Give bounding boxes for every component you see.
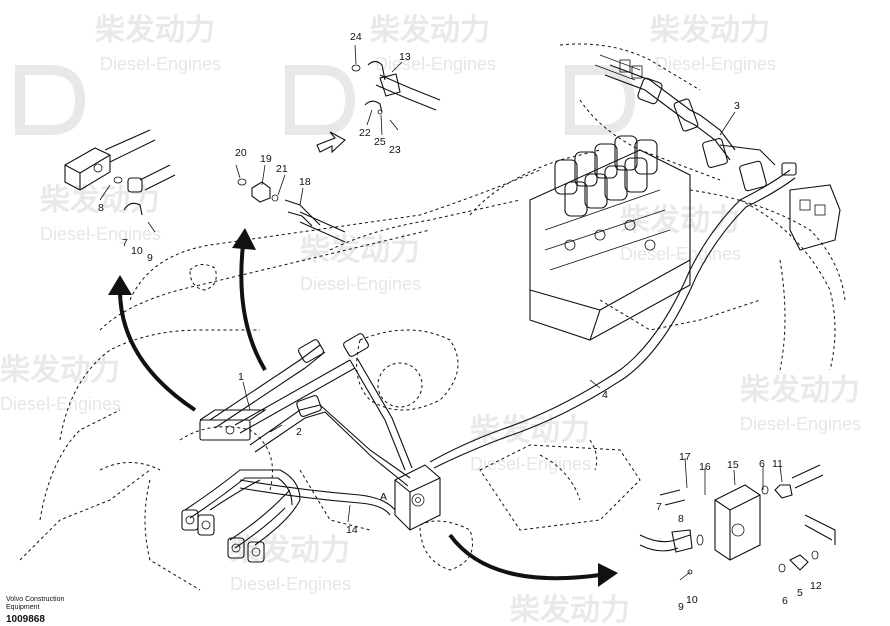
part-label-6: 6 <box>759 458 765 470</box>
detail-bottom-right <box>639 464 836 581</box>
watermark-sub: Diesel-Engines <box>375 54 496 74</box>
part-label-13: 13 <box>399 51 411 63</box>
part-label-19: 19 <box>260 153 272 165</box>
part-label-23: 23 <box>389 144 401 156</box>
watermark-brand: 柴发动力 <box>0 353 120 388</box>
valve-spools <box>544 135 671 271</box>
watermark-logo <box>565 65 636 135</box>
part-label-15: 15 <box>727 459 739 471</box>
watermark-layer: 柴发动力 Diesel-Engines 柴发动力 Diesel-Engines … <box>0 13 861 626</box>
part-label-6-detail: 6 <box>782 595 788 607</box>
watermark-sub: Diesel-Engines <box>655 54 776 74</box>
company-name: Volvo Construction Equipment <box>6 596 65 611</box>
part-label-1: 1 <box>238 371 244 383</box>
watermark-logo <box>285 65 356 135</box>
part-label-2: 2 <box>296 426 302 438</box>
watermark-sub: Diesel-Engines <box>230 574 351 594</box>
part-label-16: 16 <box>699 461 711 473</box>
watermark-brand: 柴发动力 <box>740 373 860 408</box>
watermark-sub: Diesel-Engines <box>470 454 591 474</box>
part-label-7-detail: 7 <box>656 501 662 513</box>
part-label-20: 20 <box>235 147 247 159</box>
right-side-block <box>789 184 841 251</box>
part-label-18: 18 <box>299 176 311 188</box>
watermark-sub: Diesel-Engines <box>620 244 741 264</box>
part-label-14: 14 <box>346 524 358 536</box>
part-4-hose <box>429 162 797 469</box>
part-label-10-detail: 10 <box>686 594 698 606</box>
part-label-17: 17 <box>679 451 691 463</box>
watermark-sub: Diesel-Engines <box>740 414 861 434</box>
detail-top-middle <box>237 178 346 243</box>
watermark-brand: 柴发动力 <box>95 13 215 48</box>
control-valve-block <box>529 135 691 341</box>
curved-arrows <box>108 228 618 587</box>
watermark-brand: 柴发动力 <box>510 593 630 626</box>
watermark-brand: 柴发动力 <box>650 13 770 48</box>
watermark-brand: 柴发动力 <box>620 203 740 238</box>
machine-frame-outline <box>19 43 846 591</box>
part-label-21: 21 <box>276 163 288 175</box>
part-14-pipe <box>239 479 396 516</box>
watermark-brand: 柴发动力 <box>40 183 160 218</box>
detail-top-left <box>64 129 176 233</box>
part-3-pipe <box>594 54 776 192</box>
part-label-12: 12 <box>810 580 822 592</box>
part-labels: 1 2 3 4 14 A 8 7 10 9 20 19 21 18 24 13 … <box>98 31 822 613</box>
watermark-logo <box>15 65 86 135</box>
part-label-22: 22 <box>359 127 371 139</box>
watermark-sub: Diesel-Engines <box>300 274 421 294</box>
part-label-8-detail: 8 <box>678 513 684 525</box>
watermark-sub: Diesel-Engines <box>100 54 221 74</box>
part-label-8: 8 <box>98 202 104 214</box>
part-label-3: 3 <box>734 100 740 112</box>
part-label-A: A <box>380 491 387 503</box>
part-label-5: 5 <box>797 587 803 599</box>
watermark-brand: 柴发动力 <box>370 13 490 48</box>
drawing-number: 1009868 <box>6 614 45 625</box>
part-label-25: 25 <box>374 136 386 148</box>
part-label-4: 4 <box>602 389 608 401</box>
part-label-7: 7 <box>122 237 128 249</box>
lower-left-fittings <box>181 469 301 563</box>
watermark-brand: 柴发动力 <box>300 233 420 268</box>
check-valve-block <box>394 464 441 531</box>
watermark-sub: Diesel-Engines <box>0 394 121 414</box>
tube-assembly <box>199 333 413 487</box>
detail-top-right <box>316 60 441 154</box>
part-label-9: 9 <box>147 252 153 264</box>
part-label-11: 11 <box>772 458 783 470</box>
watermark-sub: Diesel-Engines <box>40 224 161 244</box>
part-label-24: 24 <box>350 31 362 43</box>
part-label-10: 10 <box>131 245 143 257</box>
leader-lines <box>99 44 783 523</box>
part-label-9-detail: 9 <box>678 601 684 613</box>
